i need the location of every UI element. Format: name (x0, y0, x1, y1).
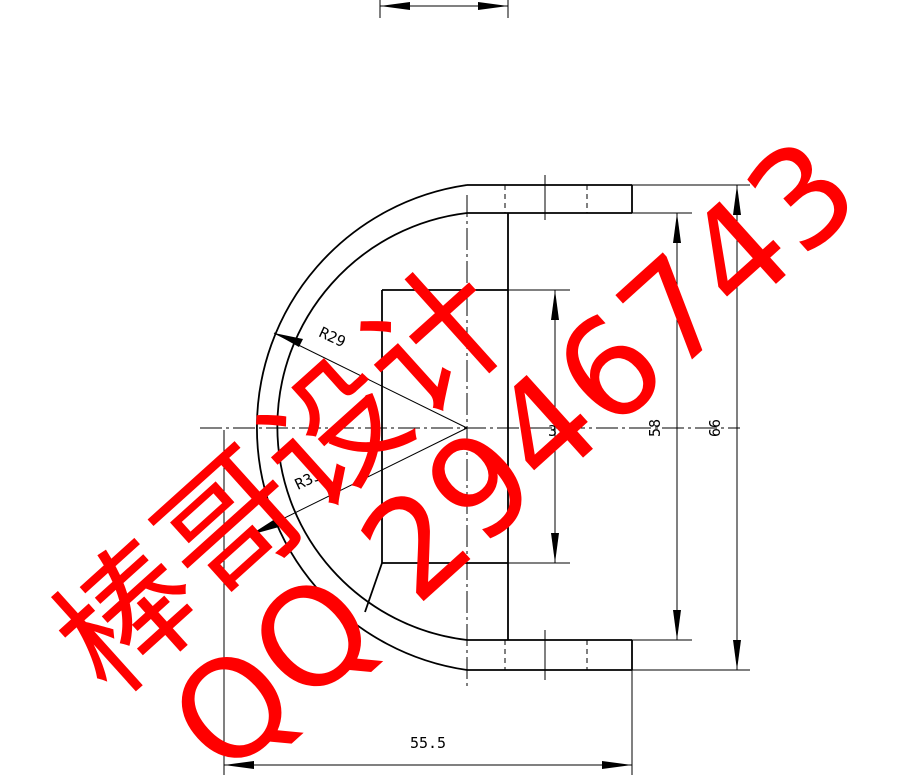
inner-block (364, 213, 509, 640)
dim-55-5-label: 55.5 (410, 734, 446, 752)
dim-66-label: 66 (706, 419, 724, 437)
dim-37-label: 37 (548, 422, 566, 440)
center-lines (200, 195, 740, 690)
outer-profile (256, 184, 633, 671)
dimension-66: 66 (706, 185, 741, 670)
dimension-37: 37 (548, 290, 566, 563)
top-partial-dimension (379, 0, 509, 18)
hidden-lines (504, 175, 588, 680)
dim-58-label: 58 (646, 419, 664, 437)
dimension-55-5: 55.5 (224, 734, 632, 769)
watermark: 棒哥设计 QQ 2946743 (24, 110, 888, 781)
extension-lines (223, 184, 750, 775)
inner-profile (276, 212, 632, 641)
dimension-58: 58 (646, 213, 681, 640)
